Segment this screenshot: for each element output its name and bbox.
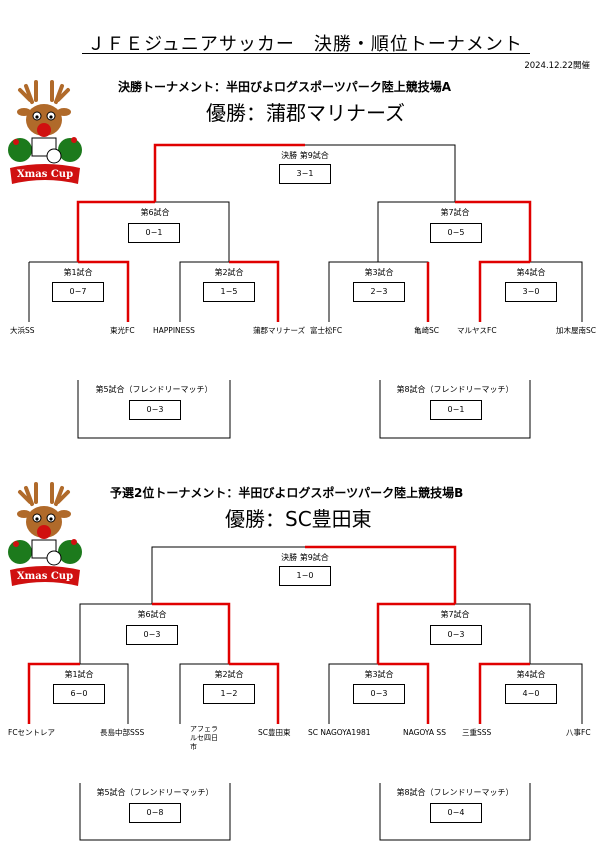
team-name: 東光FC [110,326,135,335]
semi-score: 0−3 [430,625,482,645]
team-name: FCセントレア [8,728,56,737]
friendly-label: 第8試合（フレンドリーマッチ） [396,788,514,797]
team-name: HAPPINESS [153,326,195,335]
team-name: 大浜SS [10,326,35,335]
team-name: NAGOYA SS [403,728,446,737]
xmas-cup-logo: Xmas Cup [6,80,84,190]
semi-label: 第6試合 [137,610,167,619]
section-a-title: 決勝トーナメント：半田びよログスポーツパーク陸上競技場A [118,80,452,94]
xmas-cup-logo: Xmas Cup [6,482,84,592]
team-name: 八事FC [566,728,591,737]
quarter-score: 3−0 [505,282,557,302]
team-name: マルヤスFC [457,326,497,335]
semi-score: 0−5 [430,223,482,243]
final-score: 3−1 [279,164,331,184]
quarter-score: 0−7 [52,282,104,302]
quarter-label: 第4試合 [516,268,546,277]
team-name: 蒲郡マリナーズ [253,326,306,335]
friendly-label: 第5試合（フレンドリーマッチ） [96,788,214,797]
quarter-label: 第4試合 [516,670,546,679]
title-underline [82,53,530,54]
team-name: SC豊田東 [258,728,291,737]
team-name: 三重SSS [462,728,492,737]
page-title: ＪＦＥジュニアサッカー 決勝・順位トーナメント [87,34,523,55]
friendly-label: 第8試合（フレンドリーマッチ） [396,385,514,394]
team-name: SC NAGOYA1981 [308,728,371,737]
quarter-score: 0−3 [353,684,405,704]
semi-label: 第7試合 [440,208,470,217]
friendly-score: 0−3 [129,400,181,420]
section-a-winner: 優勝：蒲郡マリナーズ [206,101,405,125]
semi-score: 0−3 [126,625,178,645]
semi-label: 第6試合 [140,208,170,217]
friendly-score: 0−8 [129,803,181,823]
quarter-score: 1−2 [203,684,255,704]
quarter-label: 第3試合 [364,670,394,679]
final-label: 決勝 第9試合 [281,151,329,160]
team-name: アフェラルセ四日市 [190,725,218,751]
friendly-score: 0−4 [430,803,482,823]
quarter-label: 第3試合 [364,268,394,277]
quarter-label: 第1試合 [63,268,93,277]
quarter-label: 第2試合 [214,670,244,679]
quarter-label: 第1試合 [64,670,94,679]
team-name: 長島中部SSS [100,728,145,737]
section-b-winner: 優勝：SC豊田東 [225,507,372,531]
team-name: 加木屋南SC [556,326,596,335]
section-b-title: 予選2位トーナメント：半田びよログスポーツパーク陸上競技場B [110,486,464,500]
team-name: 富士松FC [310,326,343,335]
quarter-label: 第2試合 [214,268,244,277]
final-score: 1−0 [279,566,331,586]
quarter-score: 1−5 [203,282,255,302]
semi-label: 第7試合 [440,610,470,619]
quarter-score: 2−3 [353,282,405,302]
friendly-label: 第5試合（フレンドリーマッチ） [95,385,213,394]
logo-text: Xmas Cup [16,169,74,180]
event-date: 2024.12.22開催 [524,61,590,71]
friendly-score: 0−1 [430,400,482,420]
quarter-score: 4−0 [505,684,557,704]
semi-score: 0−1 [128,223,180,243]
final-label: 決勝 第9試合 [281,553,329,562]
logo-text: Xmas Cup [16,571,74,582]
quarter-score: 6−0 [53,684,105,704]
team-name: 亀崎SC [414,326,439,335]
